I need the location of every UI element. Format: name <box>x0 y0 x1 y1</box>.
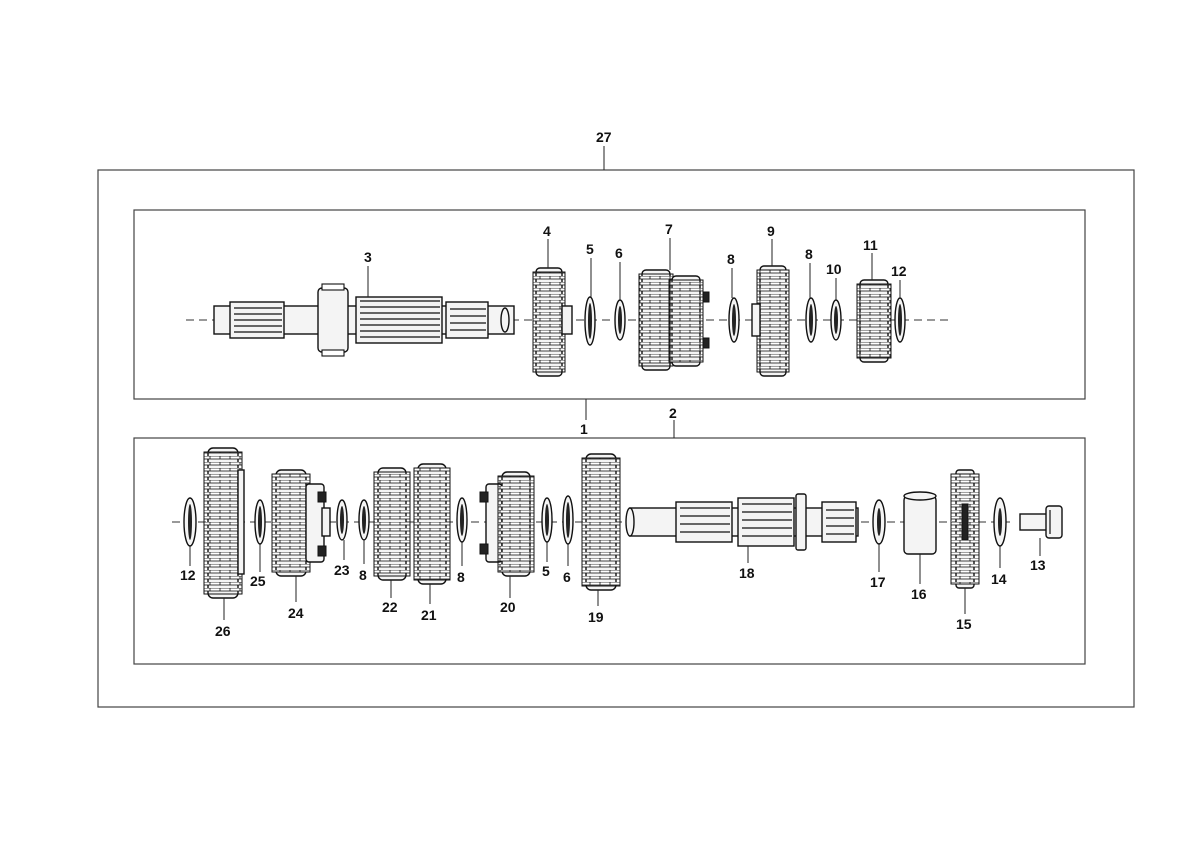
callout-16: 16 <box>911 586 927 602</box>
washer-12-bottom <box>183 497 197 547</box>
callout-6-top: 6 <box>615 245 623 261</box>
callout-11: 11 <box>863 237 878 253</box>
callout-23: 23 <box>334 562 350 578</box>
gear-7 <box>638 269 710 371</box>
washer-23 <box>336 499 348 541</box>
callout-20: 20 <box>500 599 516 615</box>
seal-17 <box>872 499 886 545</box>
sprocket-15 <box>950 469 980 589</box>
callout-22: 22 <box>382 599 398 615</box>
callout-8-top-b: 8 <box>805 246 813 262</box>
gear-19 <box>581 453 621 591</box>
gear-20 <box>479 471 535 577</box>
washer-5-bottom <box>541 497 553 543</box>
counter-shaft-18 <box>625 493 859 551</box>
circlip-10 <box>830 299 842 341</box>
gear-21 <box>413 463 451 585</box>
callout-26: 26 <box>215 623 231 639</box>
gear-9 <box>751 265 790 377</box>
callout-18: 18 <box>739 565 755 581</box>
callout-5-top: 5 <box>586 241 594 257</box>
callout-5-bottom: 5 <box>542 563 550 579</box>
callout-14: 14 <box>991 571 1007 587</box>
washer-5-top <box>584 296 596 346</box>
callout-19: 19 <box>588 609 604 625</box>
assembly-frame-27 <box>97 169 1135 708</box>
washer-25 <box>254 499 266 545</box>
callout-27: 27 <box>596 129 612 145</box>
lock-washer-14 <box>993 497 1007 547</box>
callout-17: 17 <box>870 574 886 590</box>
circlip-6-bottom <box>562 495 574 545</box>
callout-8-bottom-a: 8 <box>359 567 367 583</box>
callout-10: 10 <box>826 261 842 277</box>
callout-6-bottom: 6 <box>563 569 571 585</box>
gear-24 <box>271 469 331 577</box>
gear-11 <box>856 279 892 363</box>
washer-12-top <box>894 297 906 343</box>
callout-12-top: 12 <box>891 263 907 279</box>
callout-7: 7 <box>665 221 673 237</box>
main-shaft-3 <box>213 283 515 357</box>
callout-24: 24 <box>288 605 304 621</box>
washer-8-top-a <box>728 297 740 343</box>
callout-13: 13 <box>1030 557 1046 573</box>
callout-21: 21 <box>421 607 437 623</box>
callout-2: 2 <box>669 405 677 421</box>
callout-3: 3 <box>364 249 372 265</box>
callout-4: 4 <box>543 223 551 239</box>
callout-12-bottom: 12 <box>180 567 196 583</box>
washer-8-top-b <box>805 297 817 343</box>
washer-8-bottom-b <box>456 497 468 543</box>
callout-15: 15 <box>956 616 972 632</box>
countershaft-frame <box>133 437 1086 665</box>
callout-8-bottom-b: 8 <box>457 569 465 585</box>
bolt-13 <box>1019 505 1063 539</box>
gear-22 <box>373 467 411 581</box>
circlip-6-top <box>614 299 626 341</box>
callout-9: 9 <box>767 223 775 239</box>
callout-8-top-a: 8 <box>727 251 735 267</box>
collar-16 <box>903 491 937 555</box>
gear-26 <box>203 447 245 599</box>
gear-4 <box>532 267 573 377</box>
callout-25: 25 <box>250 573 266 589</box>
callout-1: 1 <box>580 421 588 437</box>
washer-8-bottom-a <box>358 499 370 541</box>
mainshaft-frame <box>133 209 1086 400</box>
